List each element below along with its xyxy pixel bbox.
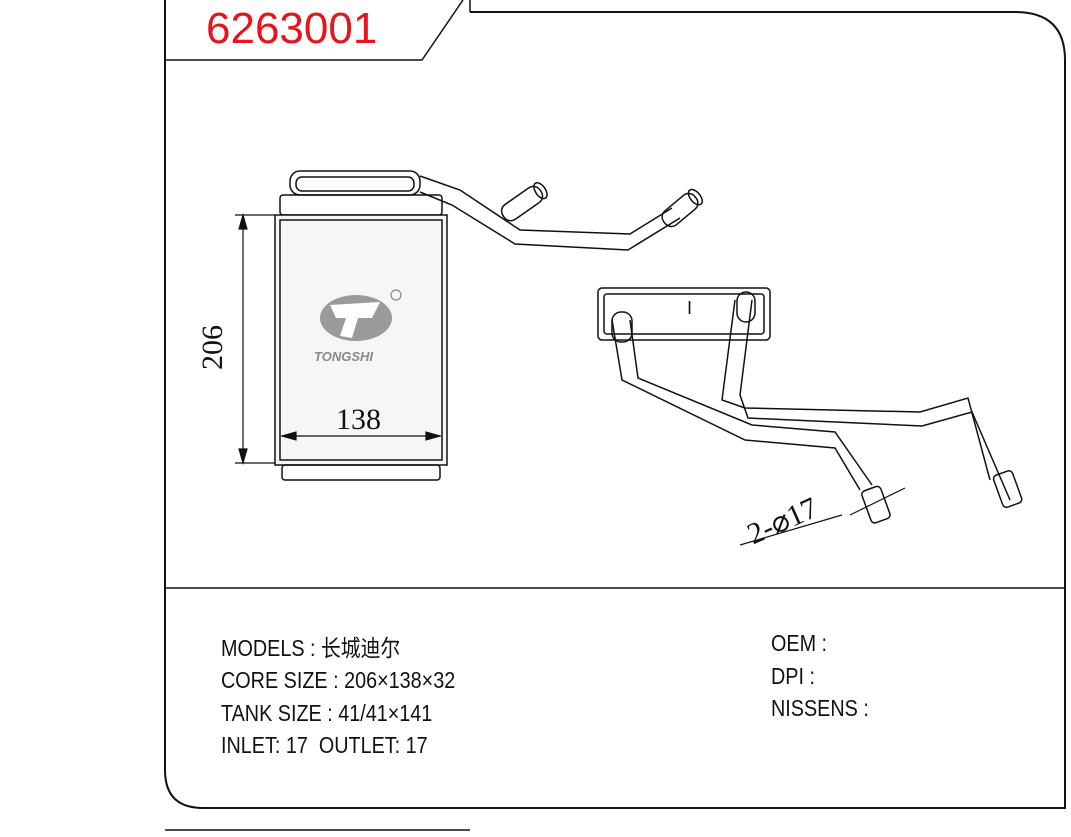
logo-text: TONGSHI	[314, 349, 373, 364]
height-dimension-label: 206	[196, 325, 229, 370]
dimension-lines	[235, 212, 443, 466]
tongshi-logo	[320, 289, 402, 341]
frame-border	[164, 0, 1066, 809]
part-number-title: 6263001	[206, 4, 378, 53]
spec-models: MODELS : 长城迪尔	[221, 635, 401, 661]
spec-nissens: NISSENS :	[771, 695, 869, 721]
spec-tank-size: TANK SIZE : 41/41×141	[221, 700, 433, 726]
spec-oem: OEM :	[771, 630, 828, 656]
spec-dpi: DPI :	[771, 663, 815, 689]
heater-core-side-view	[597, 287, 1023, 546]
title-box	[165, 0, 464, 61]
spec-core-size: CORE SIZE : 206×138×32	[221, 667, 456, 693]
width-dimension-label: 138	[336, 403, 381, 436]
side-view-mark: I	[687, 298, 693, 318]
spec-inlet-outlet: INLET: 17 OUTLET: 17	[221, 732, 428, 758]
